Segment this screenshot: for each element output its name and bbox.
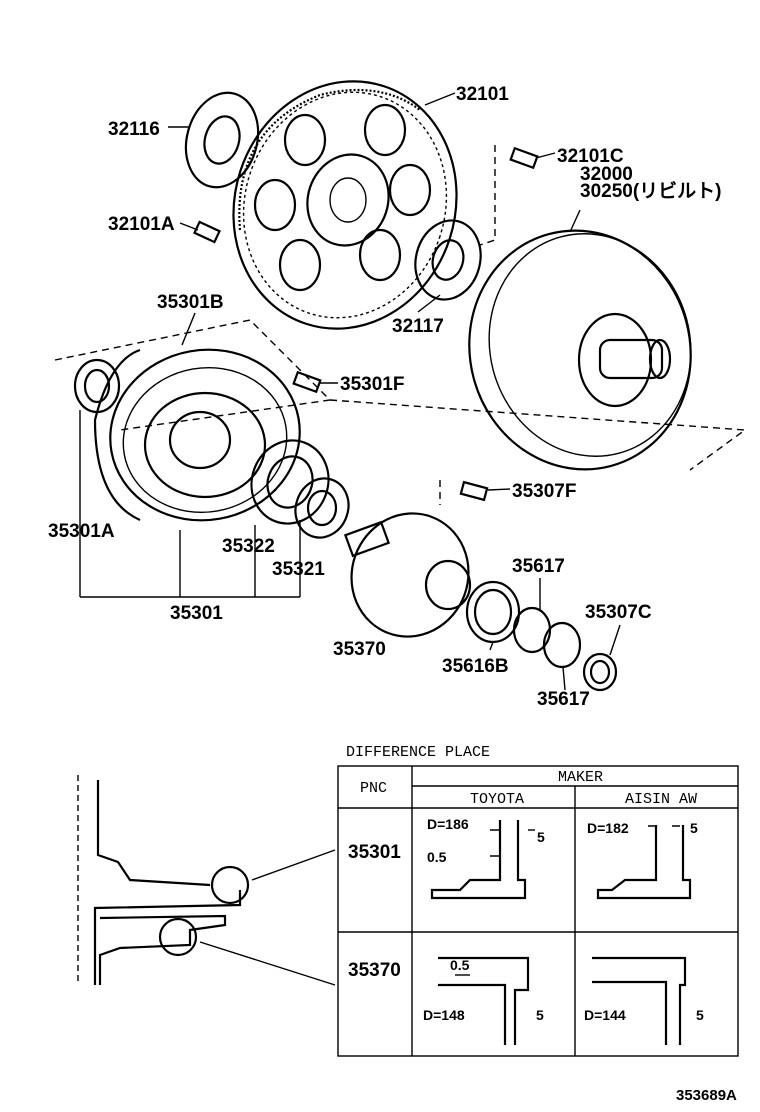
label-35370: 35370 bbox=[333, 639, 386, 660]
dim-a-35301-toyota: 0.5 bbox=[427, 849, 447, 865]
label-35301B: 35301B bbox=[157, 292, 224, 313]
pnc-row-1: 35301 bbox=[348, 842, 401, 863]
spacer-ring-32116 bbox=[184, 91, 260, 189]
drive-gear-35321 bbox=[294, 477, 350, 539]
header-pnc: PNC bbox=[360, 780, 387, 797]
oil-pump-body bbox=[93, 348, 301, 522]
pnc-row-2: 35370 bbox=[348, 960, 401, 981]
table-title: DIFFERENCE PLACE bbox=[346, 744, 490, 761]
label-35321: 35321 bbox=[272, 559, 325, 580]
section-sketch bbox=[77, 775, 336, 986]
dim-d-35301-toyota: D=186 bbox=[427, 816, 469, 832]
sketch-35301-aisin bbox=[596, 825, 692, 900]
label-32101: 32101 bbox=[456, 84, 509, 105]
sketch-35301-toyota bbox=[430, 820, 535, 900]
bolt-35307F bbox=[459, 480, 489, 502]
sketch-35370-toyota bbox=[438, 956, 530, 1045]
label-35616B: 35616B bbox=[442, 656, 509, 677]
stator-shaft-35370 bbox=[343, 512, 472, 638]
driven-gear-35322 bbox=[250, 439, 330, 525]
bushing-35307C bbox=[582, 652, 618, 692]
dim-d-35301-aisin: D=182 bbox=[587, 820, 629, 836]
dim-b-35370-aisin: 5 bbox=[696, 1007, 704, 1023]
bolt-35301F bbox=[292, 370, 322, 394]
label-32101A: 32101A bbox=[108, 214, 175, 235]
label-32000: 32000 bbox=[580, 164, 633, 185]
label-35307C: 35307C bbox=[585, 602, 652, 623]
drive-plate bbox=[232, 80, 458, 330]
leader-lines bbox=[79, 92, 621, 691]
bolt-32101C bbox=[509, 146, 539, 170]
label-35301: 35301 bbox=[170, 603, 223, 624]
dim-b-35301-aisin: 5 bbox=[690, 820, 698, 836]
torque-converter bbox=[468, 229, 692, 471]
spacer-ring-32117 bbox=[414, 219, 482, 301]
label-35617-b: 35617 bbox=[537, 689, 590, 710]
seal-ring-35617-b bbox=[542, 621, 582, 669]
header-aisin: AISIN AW bbox=[625, 791, 697, 808]
label-30250: 30250(リビルト) bbox=[580, 180, 722, 202]
label-35301F: 35301F bbox=[340, 374, 404, 395]
oil-seal-35301A bbox=[73, 358, 121, 414]
label-35301A: 35301A bbox=[48, 521, 115, 542]
header-toyota: TOYOTA bbox=[470, 791, 524, 808]
dim-b-35370-toyota: 5 bbox=[536, 1007, 544, 1023]
thrust-washer-35616B bbox=[465, 580, 521, 644]
label-32116: 32116 bbox=[108, 119, 160, 140]
sketch-35370-aisin bbox=[592, 956, 687, 1045]
difference-table bbox=[337, 765, 739, 1057]
dim-d-35370-toyota: D=148 bbox=[423, 1007, 465, 1023]
header-maker: MAKER bbox=[558, 769, 603, 786]
dim-d-35370-aisin: D=144 bbox=[584, 1007, 626, 1023]
bolt-32101A bbox=[193, 220, 221, 244]
label-35307F: 35307F bbox=[512, 481, 576, 502]
drawing-number: 353689A bbox=[676, 1087, 737, 1104]
label-32101C: 32101C bbox=[557, 146, 624, 167]
label-35617-a: 35617 bbox=[512, 556, 565, 577]
dim-a-35370-toyota: 0.5 bbox=[450, 957, 470, 973]
label-35322: 35322 bbox=[222, 536, 275, 557]
label-32117: 32117 bbox=[392, 316, 444, 337]
dim-b-35301-toyota: 5 bbox=[537, 829, 545, 845]
